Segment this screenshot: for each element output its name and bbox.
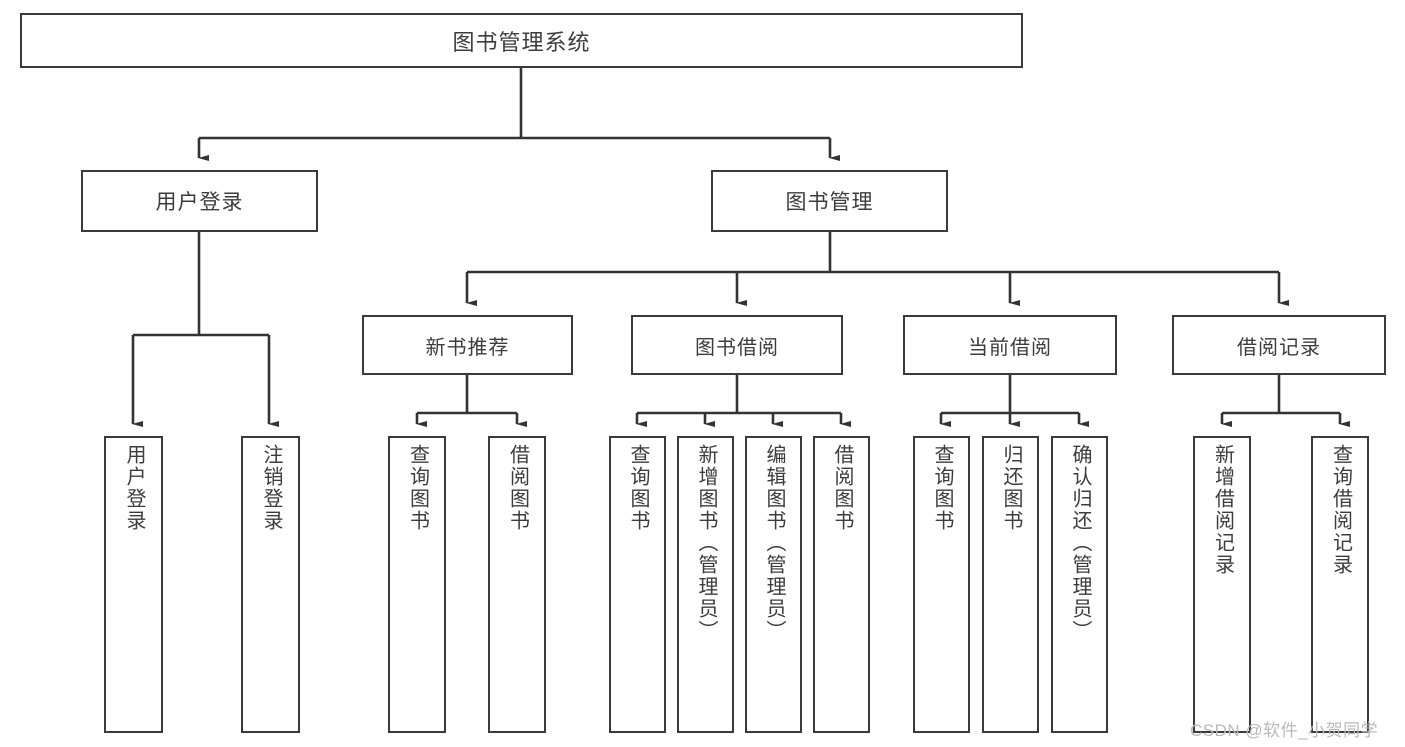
leaf-query-book-current[interactable]: 查询图书 — [913, 436, 970, 733]
node-label: 查询图书 — [627, 444, 649, 532]
node-label: 借阅图书 — [831, 444, 853, 532]
node-label: 编辑图书（管理员） — [763, 444, 785, 642]
leaf-user-login[interactable]: 用户登录 — [104, 436, 163, 733]
node-label: 查询借阅记录 — [1329, 444, 1352, 576]
node-current-borrow[interactable]: 当前借阅 — [903, 315, 1117, 375]
node-book-management[interactable]: 图书管理 — [711, 170, 948, 232]
node-label: 图书管理系统 — [452, 29, 591, 55]
node-label: 确认归还（管理员） — [1069, 444, 1091, 642]
leaf-return-book[interactable]: 归还图书 — [982, 436, 1039, 733]
node-label: 图书借阅 — [695, 336, 779, 359]
node-label: 查询图书 — [931, 444, 953, 532]
node-label: 借阅图书 — [506, 444, 529, 532]
node-label: 查询图书 — [406, 444, 429, 532]
leaf-add-book-admin[interactable]: 新增图书（管理员） — [677, 436, 734, 733]
node-label: 图书管理 — [785, 191, 874, 214]
node-label: 用户登录 — [123, 444, 145, 532]
leaf-query-borrow-record[interactable]: 查询借阅记录 — [1311, 436, 1369, 733]
leaf-query-book-recommend[interactable]: 查询图书 — [388, 436, 446, 733]
node-label: 借阅记录 — [1237, 336, 1321, 359]
csdn-watermark: CSDN @软件_小贺同学 — [1190, 721, 1379, 740]
leaf-query-book-borrow[interactable]: 查询图书 — [609, 436, 666, 733]
node-new-book-recommend[interactable]: 新书推荐 — [362, 315, 573, 375]
node-label: 新增借阅记录 — [1211, 444, 1234, 576]
node-user-login[interactable]: 用户登录 — [81, 170, 318, 232]
node-label: 注销登录 — [260, 444, 282, 532]
node-label: 新书推荐 — [425, 336, 510, 359]
leaf-borrow-book-recommend[interactable]: 借阅图书 — [488, 436, 546, 733]
leaf-logout-login[interactable]: 注销登录 — [241, 436, 300, 733]
node-label: 用户登录 — [155, 191, 244, 214]
node-label: 当前借阅 — [968, 336, 1052, 359]
leaf-edit-book-admin[interactable]: 编辑图书（管理员） — [745, 436, 802, 733]
leaf-add-borrow-record[interactable]: 新增借阅记录 — [1193, 436, 1251, 733]
node-root-book-management-system[interactable]: 图书管理系统 — [20, 13, 1023, 68]
node-borrow-records[interactable]: 借阅记录 — [1172, 315, 1386, 375]
node-label: 新增图书（管理员） — [695, 444, 717, 642]
leaf-confirm-return-admin[interactable]: 确认归还（管理员） — [1051, 436, 1108, 733]
node-book-borrow[interactable]: 图书借阅 — [631, 315, 843, 375]
leaf-borrow-book[interactable]: 借阅图书 — [813, 436, 870, 733]
node-label: 归还图书 — [1000, 444, 1022, 532]
